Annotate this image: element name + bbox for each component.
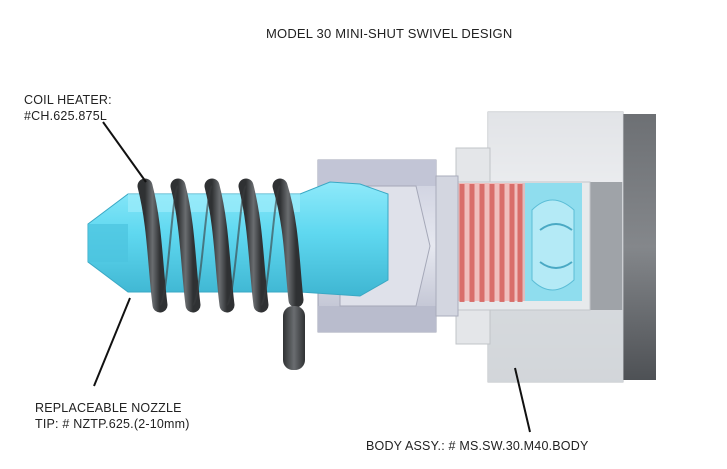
body-assembly-part-number: BODY ASSY.: # MS.SW.30.M40.BODY (366, 439, 589, 453)
body-inner-bore (590, 182, 622, 310)
nozzle-callout: REPLACEABLE NOZZLE TIP: # NZTP.625.(2-10… (35, 400, 190, 432)
body-end-cap (622, 114, 656, 380)
coil-leader-line (102, 121, 147, 183)
coil-heater-callout: COIL HEATER: #CH.625.875L (24, 92, 112, 124)
leader-lines (93, 121, 531, 433)
diagram-title: MODEL 30 MINI-SHUT SWIVEL DESIGN (266, 26, 513, 41)
coil-heater-part-number: #CH.625.875L (24, 109, 108, 123)
body-assembly-callout: BODY ASSY.: # MS.SW.30.M40.BODY (366, 438, 589, 454)
body-leader-line (514, 367, 531, 433)
coil-heater-lead (283, 306, 305, 370)
nozzle-label: REPLACEABLE NOZZLE (35, 401, 182, 415)
inner-coil (455, 183, 525, 302)
coil-heater-label: COIL HEATER: (24, 93, 112, 107)
body-assembly (455, 111, 656, 383)
nozzle-leader-line (93, 297, 131, 387)
nozzle-part-number: TIP: # NZTP.625.(2-10mm) (35, 417, 190, 431)
coil-heater (137, 178, 305, 370)
